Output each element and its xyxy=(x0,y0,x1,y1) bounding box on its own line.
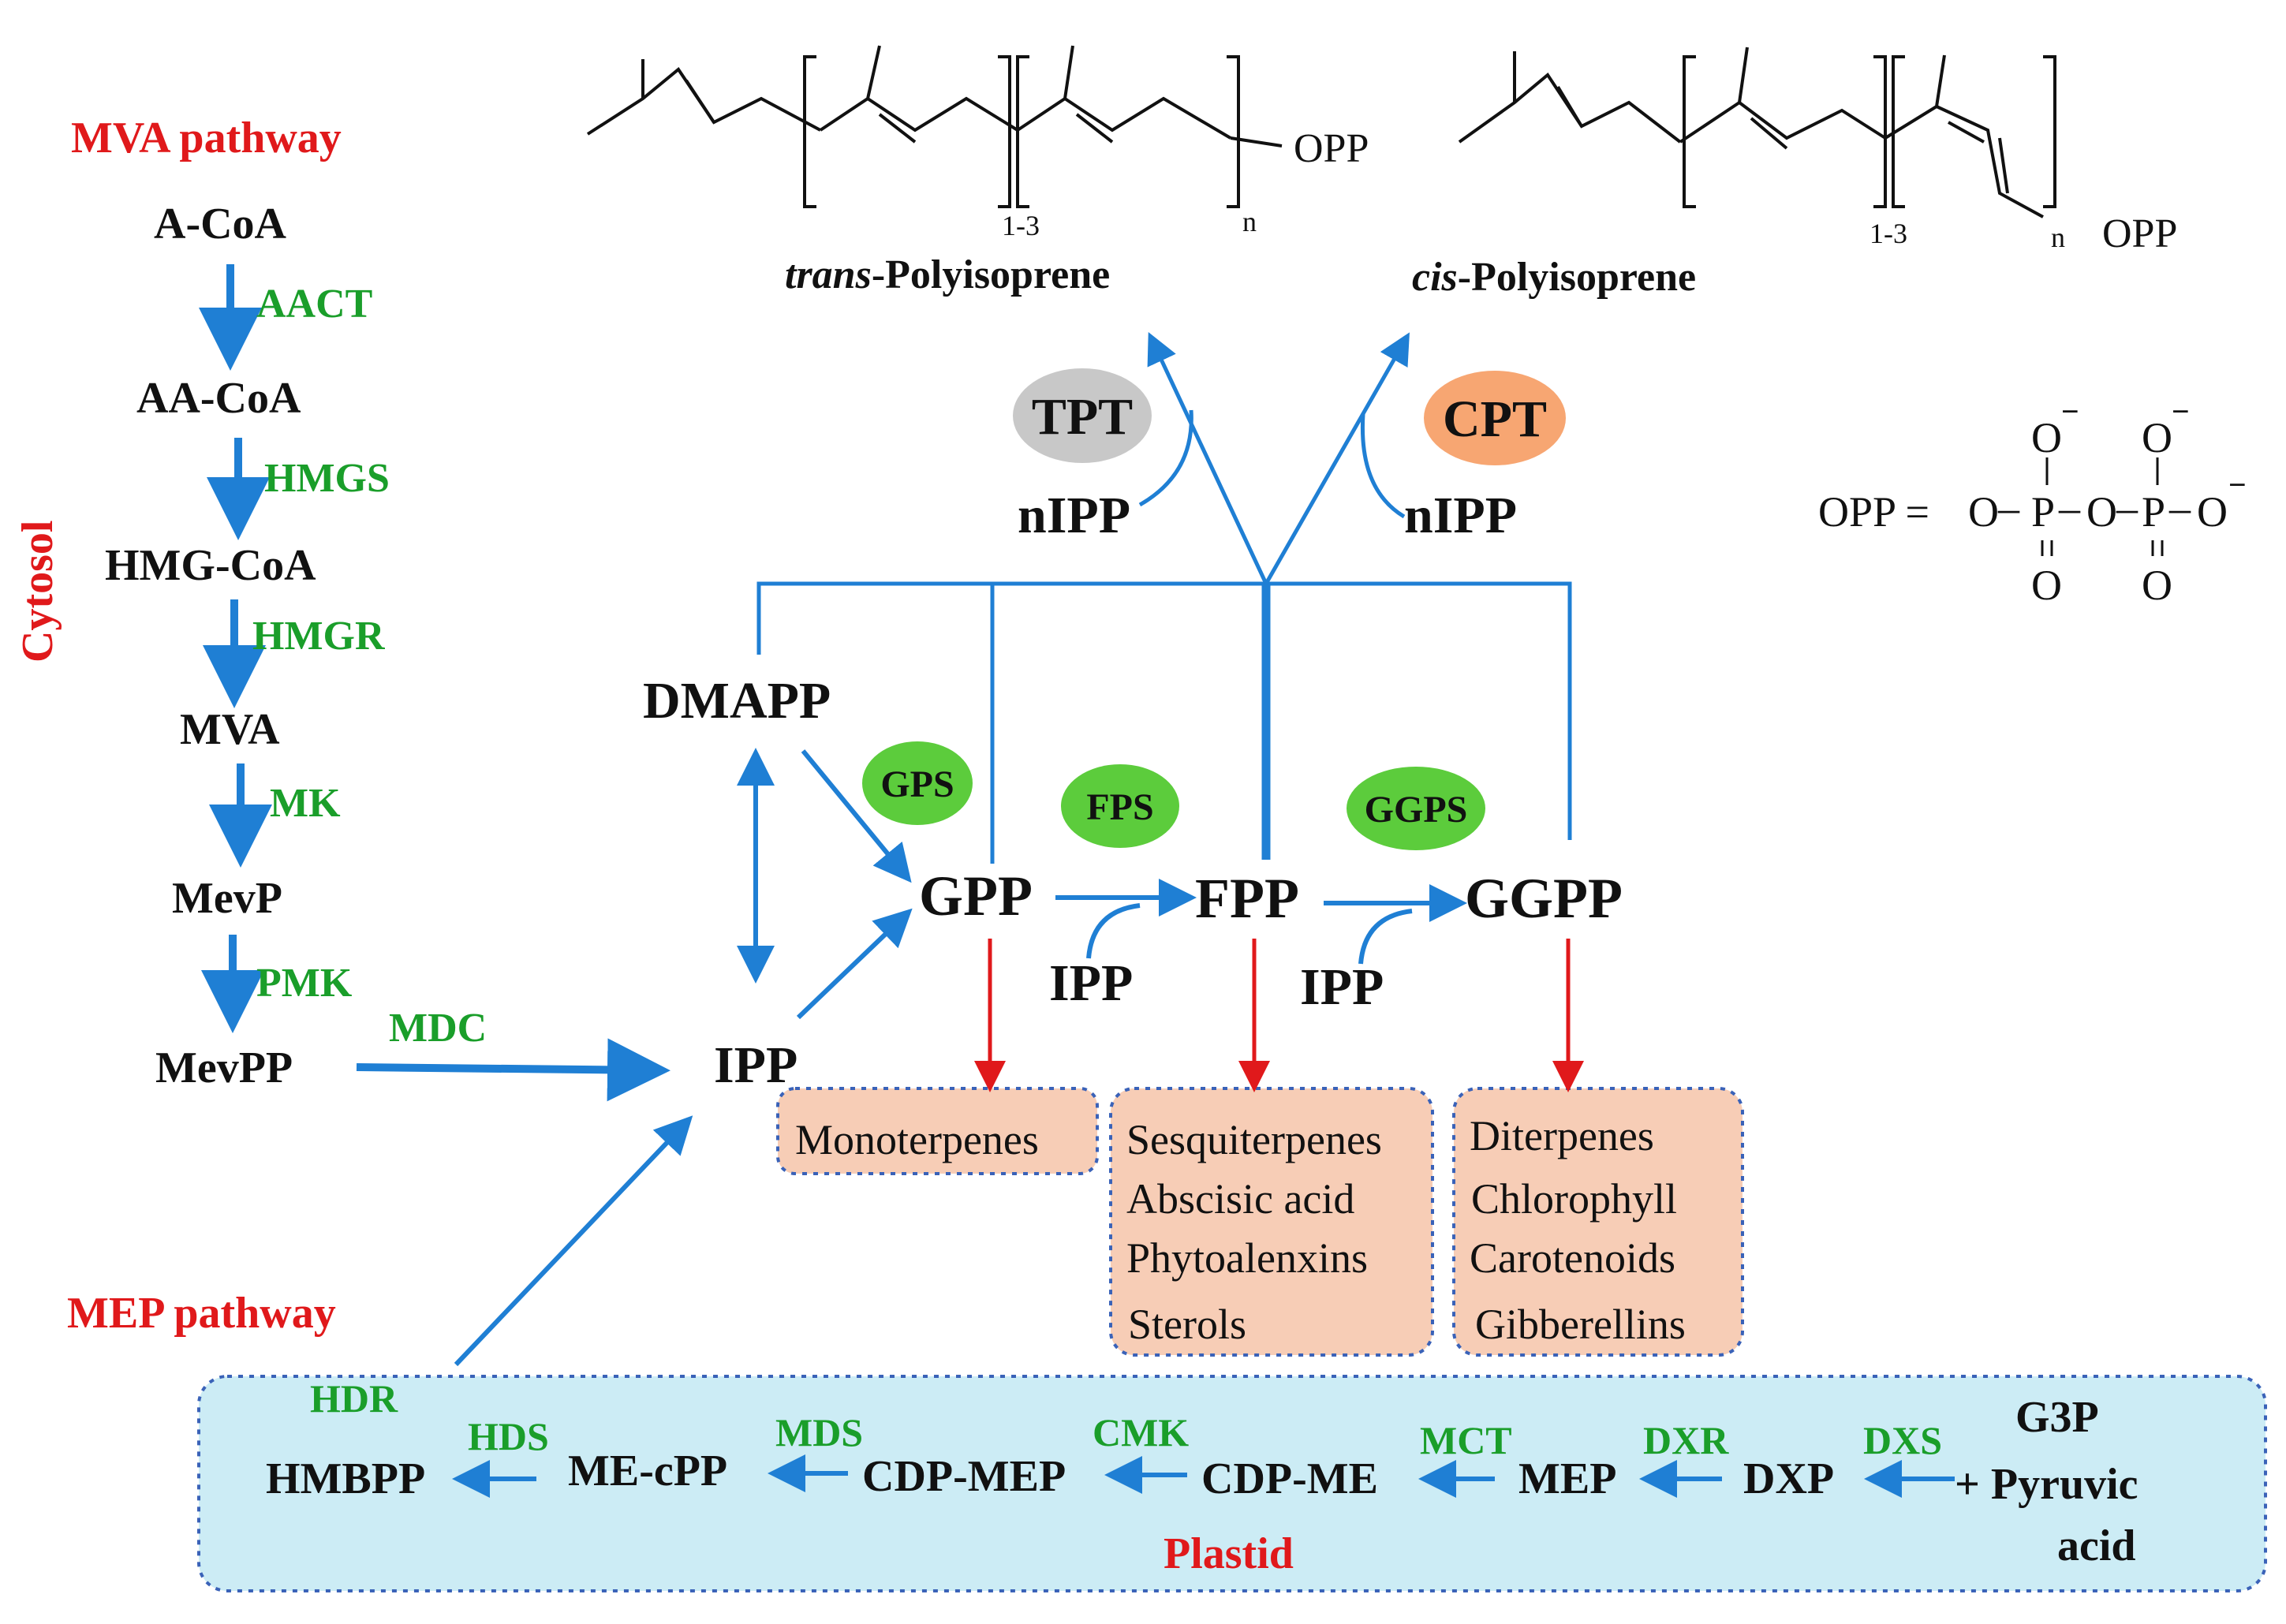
nipp-right-label: nIPP xyxy=(1404,487,1517,544)
opp-formula-atom: O xyxy=(2031,562,2062,609)
mep-start-g3p: G3P xyxy=(2015,1393,2099,1442)
cis-polyisoprene-structure xyxy=(1458,47,2056,218)
cis-repeat-label: 1-3 xyxy=(1870,218,1907,249)
ggps-label: GGPS xyxy=(1365,789,1468,831)
monoterpenes-box xyxy=(776,1087,1099,1175)
opp-formula-bonds xyxy=(2041,457,2164,556)
cpt-oval xyxy=(1424,371,1566,465)
trans-opp-label: OPP xyxy=(1294,126,1369,171)
mep-metabolite: HMBPP xyxy=(266,1454,425,1503)
ipp-to-ggpp-label: IPP xyxy=(1300,958,1384,1016)
sesquiterpenes-item: Sesquiterpenes xyxy=(1126,1116,1382,1163)
mep-enzyme: DXS xyxy=(1863,1418,1942,1462)
fps-oval xyxy=(1061,764,1179,848)
sesquiterpenes-item: Abscisic acid xyxy=(1126,1175,1354,1223)
diterpenes-box xyxy=(1452,1087,1744,1357)
mep-metabolite: DXP xyxy=(1743,1454,1834,1503)
opp-formula-atom: O xyxy=(2197,488,2228,536)
gps-label: GPS xyxy=(880,763,954,805)
cis-polyisoprene-label: cis-Polyisoprene xyxy=(1412,255,1696,300)
mep-metabolite: MEP xyxy=(1518,1454,1616,1503)
opp-formula-atom: O xyxy=(1968,488,1999,536)
gpp-label: GPP xyxy=(919,864,1033,928)
mva-metabolite: MevPP xyxy=(155,1043,293,1092)
tpt-oval xyxy=(1013,368,1152,463)
cis-n-label: n xyxy=(2051,222,2065,253)
mdc-enzyme: MDC xyxy=(389,1006,487,1051)
mva-metabolite: A-CoA xyxy=(154,200,287,248)
opp-formula-atom: O xyxy=(2086,488,2117,536)
opp-formula-atom: O xyxy=(2142,562,2172,609)
diterpenes-item: Chlorophyll xyxy=(1471,1175,1677,1223)
sesquiterpenes-box xyxy=(1109,1087,1434,1357)
trans-polyisoprene-label: trans-Polyisoprene xyxy=(785,252,1110,297)
fps-label: FPS xyxy=(1086,786,1153,828)
opp-formula-bond: – xyxy=(1997,484,2020,532)
opp-formula-atom: O xyxy=(2142,414,2172,461)
sesquiterpenes-item: Phytoalenxins xyxy=(1126,1234,1368,1282)
mva-enzyme: HMGS xyxy=(264,456,390,501)
mva-metabolite: MevP xyxy=(172,874,282,923)
opp-formula-bond: – xyxy=(2168,484,2191,532)
mep-enzyme: MCT xyxy=(1420,1418,1512,1462)
ipp-label: IPP xyxy=(714,1036,797,1094)
plastid-box xyxy=(197,1375,2267,1592)
nipp-left-label: nIPP xyxy=(1018,487,1130,544)
ipp-to-fpp-label: IPP xyxy=(1049,954,1133,1012)
tpt-label: TPT xyxy=(1032,388,1133,446)
gps-oval xyxy=(862,741,973,825)
opp-formula-charge: − xyxy=(2061,394,2079,429)
polymer-framework xyxy=(756,331,1572,864)
cytosol-label: Cytosol xyxy=(13,521,62,663)
mep-enzyme: HDS xyxy=(468,1414,549,1458)
mva-arrows xyxy=(199,264,670,1102)
opp-formula-bond: – xyxy=(2058,484,2081,532)
mva-metabolite: MVA xyxy=(180,705,280,754)
mva-title: MVA pathway xyxy=(71,114,342,162)
opp-formula-charge: − xyxy=(2172,394,2190,429)
trans-n-label: n xyxy=(1242,206,1257,237)
mva-enzyme: PMK xyxy=(256,961,353,1006)
diterpenes-item: Carotenoids xyxy=(1470,1234,1675,1282)
mep-start-acid: acid xyxy=(2057,1521,2136,1570)
product-arrows xyxy=(974,939,1584,1092)
opp-formula-charge: − xyxy=(2228,467,2247,502)
mva-metabolite: AA-CoA xyxy=(136,374,301,423)
ggps-oval xyxy=(1347,767,1485,850)
mep-metabolite: CDP-ME xyxy=(1201,1454,1378,1503)
mep-start-pyruvic: + Pyruvic xyxy=(1955,1460,2138,1509)
mep-enzyme: DXR xyxy=(1643,1418,1729,1462)
opp-formula-atom: P xyxy=(2142,488,2165,536)
diterpenes-item: Gibberellins xyxy=(1475,1301,1686,1348)
trans-polyisoprene-structure xyxy=(586,45,1283,208)
diterpenes-item: Diterpenes xyxy=(1470,1112,1654,1159)
mep-enzyme: CMK xyxy=(1093,1410,1189,1454)
ggpp-label: GGPP xyxy=(1465,867,1623,930)
sesquiterpenes-item: Sterols xyxy=(1128,1301,1246,1348)
monoterpenes-item: Monoterpenes xyxy=(795,1116,1039,1163)
trans-repeat-label: 1-3 xyxy=(1002,210,1040,241)
mep-enzyme: MDS xyxy=(775,1410,863,1454)
mep-title: MEP pathway xyxy=(67,1289,336,1338)
cpt-label: CPT xyxy=(1443,390,1547,448)
fpp-label: FPP xyxy=(1195,867,1299,930)
mep-metabolite: CDP-MEP xyxy=(862,1452,1066,1501)
core-arrows xyxy=(452,748,1955,1498)
mva-enzyme: HMGR xyxy=(252,614,386,659)
dmapp-label: DMAPP xyxy=(643,672,831,730)
cis-opp-label: OPP xyxy=(2102,211,2177,256)
opp-formula-atom: O xyxy=(2031,414,2062,461)
plastid-label: Plastid xyxy=(1164,1529,1294,1578)
mep-metabolite: ME-cPP xyxy=(568,1447,727,1495)
opp-formula-atom: P xyxy=(2031,488,2055,536)
mva-metabolite: HMG-CoA xyxy=(105,541,316,590)
mva-enzyme: MK xyxy=(270,781,341,826)
opp-formula-lhs: OPP = xyxy=(1818,488,1929,536)
mva-enzyme: AACT xyxy=(256,282,372,327)
opp-formula-bond: – xyxy=(2116,484,2138,532)
mep-enzyme: HDR xyxy=(310,1376,398,1421)
